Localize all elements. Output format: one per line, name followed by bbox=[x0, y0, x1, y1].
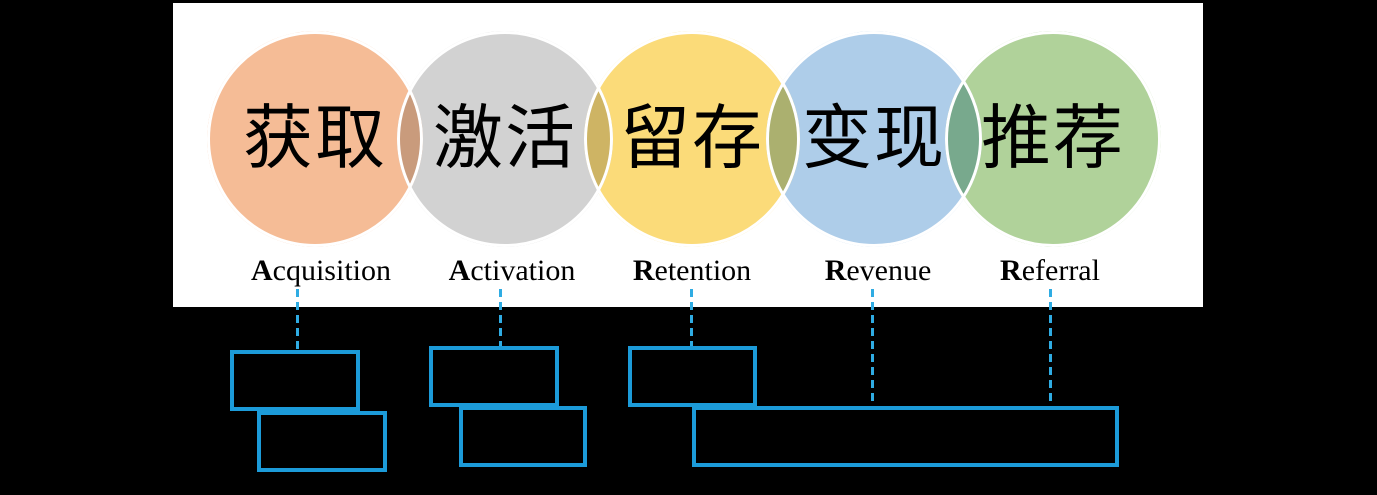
stage-label-en-acquisition: Acquisition bbox=[211, 254, 431, 288]
dashed-connector-referral bbox=[1049, 289, 1052, 406]
funnel-panel: 获取 激活 留存 变现 推荐 Acquisition Activation Re… bbox=[173, 3, 1203, 307]
stage-label-cn-activation: 激活 bbox=[433, 101, 577, 178]
dashed-connector-activation bbox=[499, 289, 502, 346]
stage-label-cn-retention: 留存 bbox=[620, 101, 764, 178]
annotation-box-acquisition-lower bbox=[257, 411, 387, 472]
stage-label-en-revenue: Revenue bbox=[768, 254, 988, 288]
stage-label-cn-referral: 推荐 bbox=[981, 101, 1125, 178]
stage-rest: eferral bbox=[1021, 254, 1100, 287]
stage-label-cn-acquisition: 获取 bbox=[243, 101, 387, 178]
annotation-box-revenue-referral bbox=[692, 406, 1119, 467]
dashed-connector-revenue bbox=[871, 289, 874, 406]
stage-label-en-retention: Retention bbox=[582, 254, 802, 288]
stage-initial: R bbox=[824, 254, 847, 287]
stage-rest: evenue bbox=[846, 254, 932, 287]
annotation-box-activation-lower bbox=[459, 406, 587, 467]
stage-initial: R bbox=[632, 254, 655, 287]
stage-rest: cquisition bbox=[272, 254, 391, 287]
annotation-box-activation-upper bbox=[429, 346, 559, 407]
dashed-connector-acquisition bbox=[296, 289, 299, 350]
stage-label-cn-revenue: 变现 bbox=[802, 101, 946, 178]
stage-initial: A bbox=[448, 254, 471, 287]
stage-initial: R bbox=[1000, 254, 1022, 287]
stage-initial: A bbox=[250, 254, 273, 287]
annotation-box-acquisition-upper bbox=[230, 350, 360, 411]
stage-rest: etention bbox=[654, 254, 752, 287]
annotation-box-retention bbox=[628, 346, 757, 407]
stage-rest: ctivation bbox=[470, 254, 576, 287]
stage-label-en-referral: Referral bbox=[940, 254, 1160, 288]
circle-ring-referral bbox=[945, 31, 1161, 247]
dashed-connector-retention bbox=[690, 289, 693, 346]
stage-label-en-activation: Activation bbox=[402, 254, 622, 288]
